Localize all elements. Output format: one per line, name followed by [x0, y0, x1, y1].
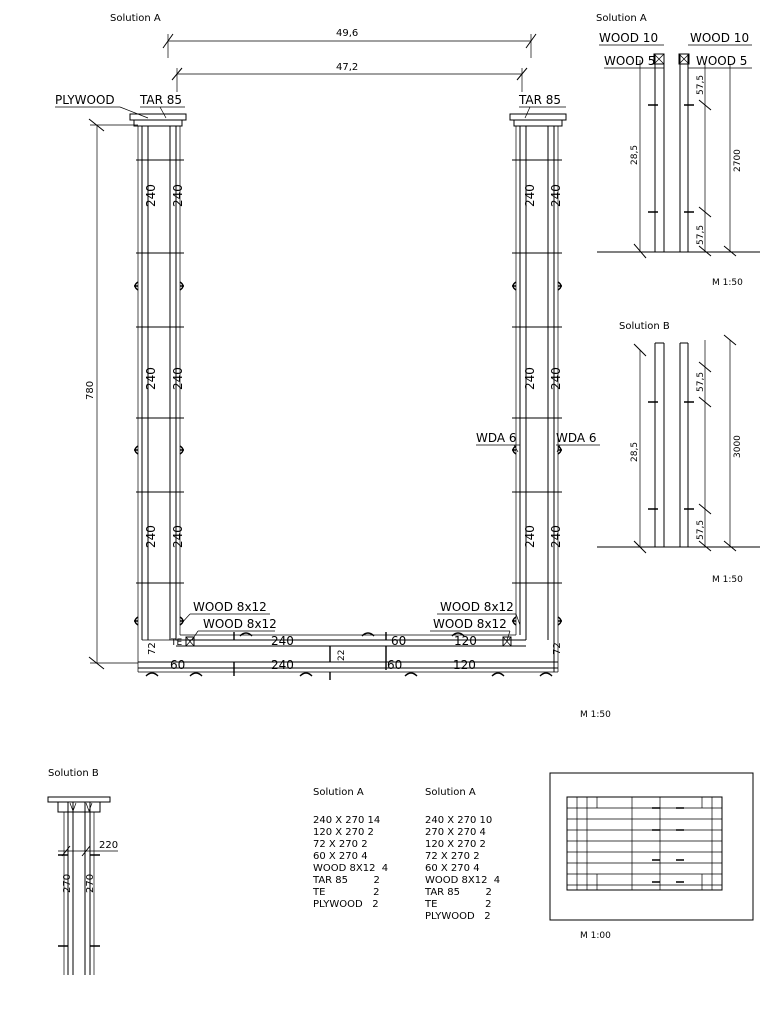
section-a-wood10-right: WOOD 10: [690, 31, 749, 45]
right-inner-240-top: 240: [523, 184, 537, 207]
bottom-inner-60: 60: [391, 634, 406, 648]
wood-8x12-left-label-2: WOOD 8x12: [203, 617, 277, 631]
section-b-dim-57-5-top: 57,5: [696, 372, 706, 392]
section-b: Solution B 28,5 57,5 57,5 3000 M 1:50: [597, 321, 760, 585]
wood-8x12-right-label-1: WOOD 8x12: [440, 600, 514, 614]
plywood-cap-right: [513, 119, 563, 127]
list-2-item: 240 X 270 10: [425, 815, 492, 826]
right-outer-240-bot: 240: [549, 525, 563, 548]
material-list-1: Solution A 240 X 270 14 120 X 270 2 72 X…: [312, 787, 388, 910]
section-b-dim-28-5: 28,5: [630, 442, 640, 462]
list-1-item: TE 2: [312, 887, 379, 898]
right-inner-240-mid: 240: [523, 367, 537, 390]
right-corner-72: 72: [552, 642, 563, 655]
tar-cap-left: [129, 113, 187, 121]
list-2-item: 60 X 270 4: [425, 863, 480, 874]
plywood-cap-left: [133, 119, 183, 127]
main-plan: Solution A 49,6 47,2 PLYWOOD TAR 85 TAR …: [55, 13, 611, 720]
section-a-dim-28-5: 28,5: [630, 145, 640, 165]
section-a-scale: M 1:50: [712, 278, 743, 288]
list-1-item: PLYWOOD 2: [313, 899, 379, 910]
section-a: Solution A WOOD 10 WOOD 10 WOOD 5 WOOD 5…: [596, 13, 760, 288]
dim-780-label: 780: [85, 381, 96, 400]
list-2-title: Solution A: [425, 787, 476, 798]
tar85-left-label: TAR 85: [139, 93, 182, 107]
section-b-title: Solution B: [619, 321, 670, 332]
wda6-right-label: WDA 6: [556, 431, 597, 445]
material-list-2: Solution A 240 X 270 10 270 X 270 4 120 …: [424, 787, 500, 922]
section-a-dim-57-5-top: 57,5: [696, 75, 706, 95]
list-2-item: 120 X 270 2: [425, 839, 486, 850]
dimension-outer-width: 49,6: [162, 28, 537, 58]
section-b-scale: M 1:50: [712, 575, 743, 585]
left-outer-240-bot: 240: [144, 525, 158, 548]
wda6-left-label: WDA 6: [476, 431, 517, 445]
key-plan-scale: M 1:00: [580, 931, 611, 941]
list-1-item: TAR 85 2: [312, 875, 380, 886]
section-a-title: Solution A: [596, 13, 647, 24]
dimension-height: 780: [85, 118, 138, 670]
tar-cap-right: [509, 113, 567, 121]
detail-b-dim-220: 220: [99, 840, 118, 851]
te-label: TE: [170, 638, 182, 648]
section-b-dim-57-5-bot: 57,5: [696, 520, 706, 540]
left-outer-240-mid: 240: [144, 367, 158, 390]
left-wall: [134, 126, 184, 672]
bottom-inner-240: 240: [271, 634, 294, 648]
section-a-dim-57-5-bot: 57,5: [696, 225, 706, 245]
left-inner-240-bot: 240: [171, 525, 185, 548]
list-1-item: 240 X 270 14: [313, 815, 380, 826]
detail-b-dim-270-left: 270: [62, 874, 73, 893]
section-a-wood5-left: WOOD 5: [604, 54, 655, 68]
list-1-item: 72 X 270 2: [313, 839, 368, 850]
section-b-dim-3000: 3000: [733, 435, 743, 458]
right-outer-240-top: 240: [549, 184, 563, 207]
key-plan-frame: [549, 772, 754, 921]
list-2-item: WOOD 8X12 4: [425, 875, 500, 886]
dim-47-2-label: 47,2: [336, 62, 358, 73]
list-2-item: 270 X 270 4: [425, 827, 486, 838]
left-corner-72: 72: [147, 642, 158, 655]
dimension-inner-width: 47,2: [171, 62, 528, 92]
key-plan: M 1:00: [549, 772, 754, 941]
right-outer-240-mid: 240: [549, 367, 563, 390]
bottom-outer-60: 60: [387, 658, 402, 672]
tar85-right-label: TAR 85: [518, 93, 561, 107]
plywood-label: PLYWOOD: [55, 93, 115, 107]
bottom-outer-240: 240: [271, 658, 294, 672]
right-wall: [512, 126, 562, 672]
section-a-wood5-right: WOOD 5: [696, 54, 747, 68]
detail-b-title: Solution B: [48, 768, 99, 779]
wood-8x12-left-label-1: WOOD 8x12: [193, 600, 267, 614]
list-2-item: TAR 85 2: [424, 887, 492, 898]
section-a-dim-2700: 2700: [733, 149, 743, 172]
left-outer-240-top: 240: [144, 184, 158, 207]
bottom-22-label: 22: [337, 650, 347, 661]
list-1-item: WOOD 8X12 4: [313, 863, 388, 874]
bottom-outer-120: 120: [453, 658, 476, 672]
section-a-wood10-left: WOOD 10: [599, 31, 658, 45]
list-1-title: Solution A: [313, 787, 364, 798]
key-plan-grid: [566, 796, 723, 891]
right-inner-240-bot: 240: [523, 525, 537, 548]
list-2-item: PLYWOOD 2: [425, 911, 491, 922]
bottom-corner-60: 60: [170, 658, 185, 672]
main-plan-scale: M 1:50: [580, 710, 611, 720]
bottom-inner-120: 120: [454, 634, 477, 648]
wood-8x12-right-label-2: WOOD 8x12: [433, 617, 507, 631]
left-inner-240-top: 240: [171, 184, 185, 207]
list-1-item: 120 X 270 2: [313, 827, 374, 838]
dim-49-6-label: 49,6: [336, 28, 358, 39]
detail-b: Solution B 220 270 270: [47, 768, 118, 975]
list-2-item: TE 2: [424, 899, 491, 910]
bottom-beam: [138, 632, 558, 680]
list-1-item: 60 X 270 4: [313, 851, 368, 862]
main-plan-title: Solution A: [110, 13, 161, 24]
left-inner-240-mid: 240: [171, 367, 185, 390]
list-2-item: 72 X 270 2: [425, 851, 480, 862]
detail-b-dim-270-right: 270: [85, 874, 96, 893]
